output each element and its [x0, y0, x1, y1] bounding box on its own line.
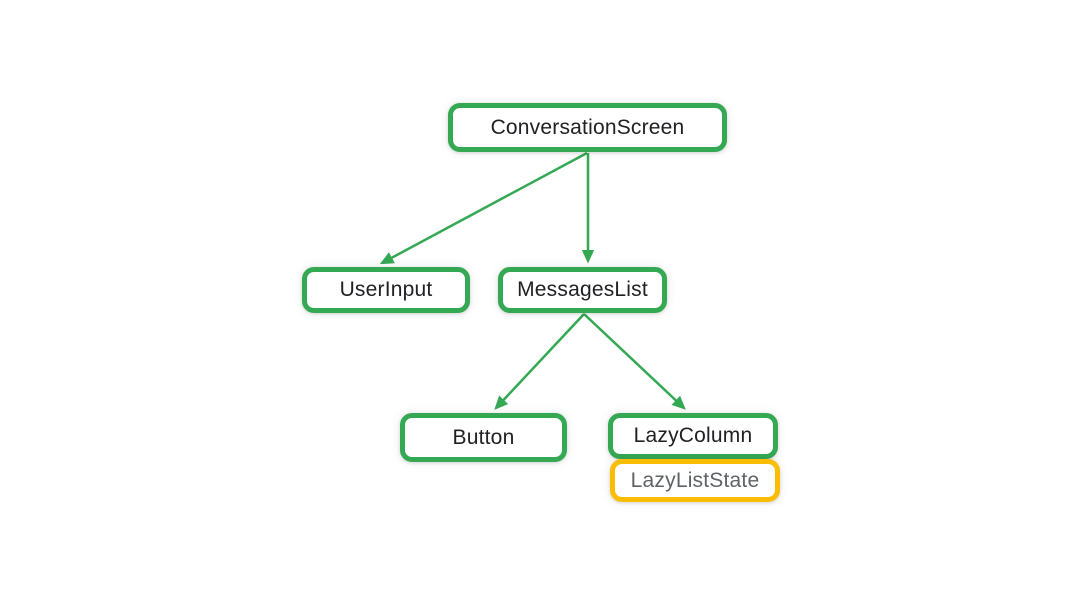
node-conversation-screen: ConversationScreen [448, 103, 727, 152]
node-label: Button [452, 425, 515, 449]
node-lazy-column: LazyColumn [608, 413, 778, 459]
edge-messageslist-button [494, 313, 585, 410]
node-user-input: UserInput [302, 267, 470, 313]
node-label: MessagesList [517, 278, 648, 301]
node-label: UserInput [339, 278, 433, 301]
edge-conversationscreen-userinput [379, 151, 588, 265]
edge-messageslist-lazycolumn [583, 313, 686, 410]
node-label: LazyListState [630, 468, 760, 492]
node-lazy-list-state: LazyListState [610, 459, 780, 502]
node-messages-list: MessagesList [498, 267, 667, 313]
node-label: ConversationScreen [490, 115, 685, 139]
node-label: LazyColumn [633, 424, 753, 447]
node-button: Button [400, 413, 567, 462]
